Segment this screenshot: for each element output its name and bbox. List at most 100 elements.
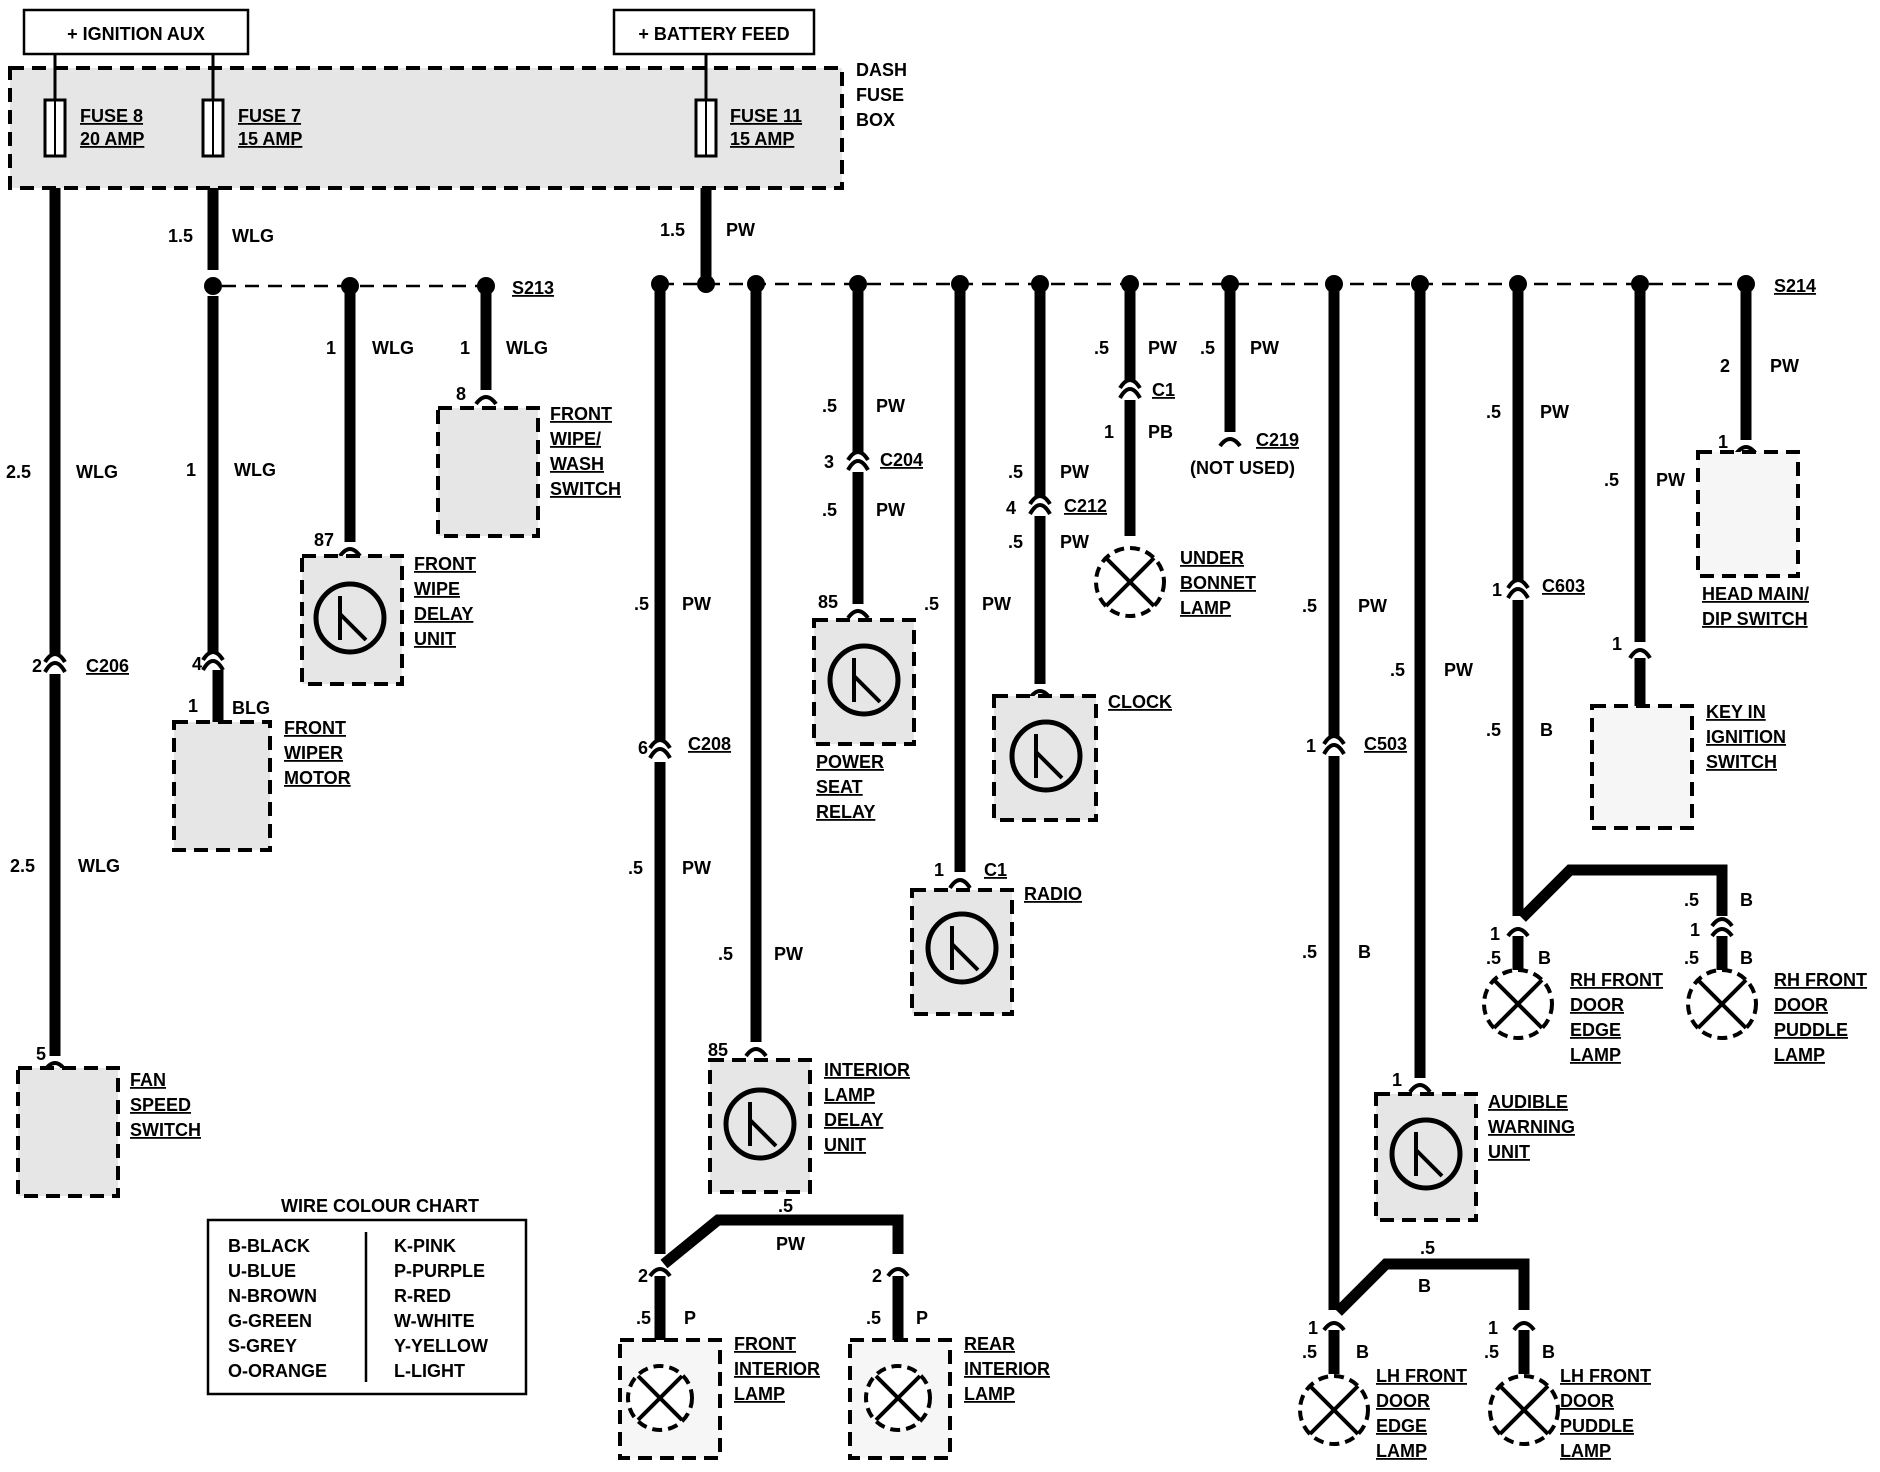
wire-color: PW bbox=[876, 396, 905, 416]
wipe-wash-label: FRONT bbox=[550, 404, 612, 424]
wire-color: B bbox=[1356, 1342, 1369, 1362]
wire-color: PW bbox=[682, 858, 711, 878]
wire-size: 2 bbox=[1720, 356, 1730, 376]
colour-entry: G-GREEN bbox=[228, 1311, 312, 1331]
wire-color: PW bbox=[1060, 462, 1089, 482]
pin-number: 1 bbox=[1690, 920, 1700, 940]
key-in-ignition-switch bbox=[1590, 704, 1694, 830]
wire-color: PW bbox=[726, 220, 755, 240]
audible-label: AUDIBLE bbox=[1488, 1092, 1568, 1112]
front-int-label: INTERIOR bbox=[734, 1359, 820, 1379]
wire-size: .5 bbox=[1684, 890, 1699, 910]
rh-edge-label: EDGE bbox=[1570, 1020, 1621, 1040]
colour-entry: L-LIGHT bbox=[394, 1361, 465, 1381]
colour-entry: O-ORANGE bbox=[228, 1361, 327, 1381]
wire-size: 2.5 bbox=[10, 856, 35, 876]
wire-size: .5 bbox=[822, 500, 837, 520]
c208-label: C208 bbox=[688, 734, 731, 754]
front-wipe-wash-switch bbox=[436, 406, 540, 538]
clock-label: CLOCK bbox=[1108, 692, 1172, 712]
wire-size: .5 bbox=[778, 1196, 793, 1216]
front-wiper-motor bbox=[172, 720, 272, 852]
ignition-aux-box: + IGNITION AUX bbox=[22, 8, 250, 56]
wire-color: WLG bbox=[234, 460, 276, 480]
interior-bridge bbox=[660, 1214, 904, 1269]
rear-int-label: LAMP bbox=[964, 1384, 1015, 1404]
wire-size: .5 bbox=[1302, 942, 1317, 962]
pin-number: 1 bbox=[1488, 1318, 1498, 1338]
front-int-label: LAMP bbox=[734, 1384, 785, 1404]
delay-label: WIPE bbox=[414, 579, 460, 599]
wipe-wash-label: WIPE/ bbox=[550, 429, 601, 449]
fan-label: SPEED bbox=[130, 1095, 191, 1115]
lh-edge-label: EDGE bbox=[1376, 1416, 1427, 1436]
lh-puddle-label: DOOR bbox=[1560, 1391, 1614, 1411]
fan-speed-switch bbox=[16, 1066, 120, 1198]
wipe-wash-label: SWITCH bbox=[550, 479, 621, 499]
wire-size: .5 bbox=[1684, 948, 1699, 968]
rh-puddle-label: PUDDLE bbox=[1774, 1020, 1848, 1040]
wire-size: .5 bbox=[1420, 1238, 1435, 1258]
bonnet-label: UNDER bbox=[1180, 548, 1244, 568]
wire-size: .5 bbox=[1008, 462, 1023, 482]
wire-size: .5 bbox=[924, 594, 939, 614]
lh-puddle-label: LH FRONT bbox=[1560, 1366, 1651, 1386]
pin-number: 1 bbox=[934, 860, 944, 880]
fuse-11-rating: 15 AMP bbox=[730, 129, 794, 149]
c206-connector bbox=[43, 661, 67, 674]
power-seat-label: RELAY bbox=[816, 802, 875, 822]
pin-number: 5 bbox=[36, 1044, 46, 1064]
wire-size: .5 bbox=[1302, 596, 1317, 616]
wire-color: B bbox=[1740, 948, 1753, 968]
fuse-box-label-2: FUSE bbox=[856, 85, 904, 105]
wire-size: .5 bbox=[1484, 1342, 1499, 1362]
colour-entry: S-GREY bbox=[228, 1336, 297, 1356]
battery-feed-label: + BATTERY FEED bbox=[638, 24, 789, 44]
wire-color: B bbox=[1538, 948, 1551, 968]
headmain-label: HEAD MAIN/ bbox=[1702, 584, 1809, 604]
wire-color: PW bbox=[1250, 338, 1279, 358]
pin-number: 1 bbox=[1104, 422, 1114, 442]
wire-color: PW bbox=[982, 594, 1011, 614]
wiper-motor-label: WIPER bbox=[284, 743, 343, 763]
wire-color: PW bbox=[776, 1234, 805, 1254]
colour-entry: Y-YELLOW bbox=[394, 1336, 488, 1356]
pin-number: 4 bbox=[192, 654, 202, 674]
wire-colour-chart: WIRE COLOUR CHART B-BLACK U-BLUE N-BROWN… bbox=[206, 1196, 528, 1396]
lh-puddle-label: LAMP bbox=[1560, 1441, 1611, 1461]
ignition-aux-label: + IGNITION AUX bbox=[67, 24, 205, 44]
wire-size: .5 bbox=[1094, 338, 1109, 358]
pin-number: 4 bbox=[1006, 498, 1016, 518]
wire-color: P bbox=[684, 1308, 696, 1328]
c219-label: C219 bbox=[1256, 430, 1299, 450]
rh-bridge bbox=[1518, 864, 1728, 922]
pin-number: 6 bbox=[638, 738, 648, 758]
battery-feed-box: + BATTERY FEED bbox=[612, 8, 816, 56]
wire-color: PW bbox=[1540, 402, 1569, 422]
lh-bridge bbox=[1334, 1258, 1530, 1316]
fuse-8-rating: 20 AMP bbox=[80, 129, 144, 149]
fan-label: FAN bbox=[130, 1070, 166, 1090]
wire-size: .5 bbox=[1486, 402, 1501, 422]
fuse-7-rating: 15 AMP bbox=[238, 129, 302, 149]
wire-color: B bbox=[1740, 890, 1753, 910]
wire-color: PW bbox=[682, 594, 711, 614]
power-seat-label: POWER bbox=[816, 752, 884, 772]
wiper-motor-label: MOTOR bbox=[284, 768, 351, 788]
pin-number: 2 bbox=[638, 1266, 648, 1286]
wire-size: .5 bbox=[1486, 720, 1501, 740]
int-delay-label: DELAY bbox=[824, 1110, 883, 1130]
pin-number: 3 bbox=[824, 452, 834, 472]
int-delay-label: UNIT bbox=[824, 1135, 866, 1155]
wire-size: .5 bbox=[822, 396, 837, 416]
colour-entry: N-BROWN bbox=[228, 1286, 317, 1306]
wire-size: 1 bbox=[460, 338, 470, 358]
wire-color: B bbox=[1542, 1342, 1555, 1362]
wire-size: .5 bbox=[1604, 470, 1619, 490]
wire-color: PW bbox=[1444, 660, 1473, 680]
radio-label: RADIO bbox=[1024, 884, 1082, 904]
pin-number: 1 bbox=[1718, 432, 1728, 452]
wire-size: 1 bbox=[186, 460, 196, 480]
wire-size: .5 bbox=[1390, 660, 1405, 680]
wire-size: 1 bbox=[326, 338, 336, 358]
